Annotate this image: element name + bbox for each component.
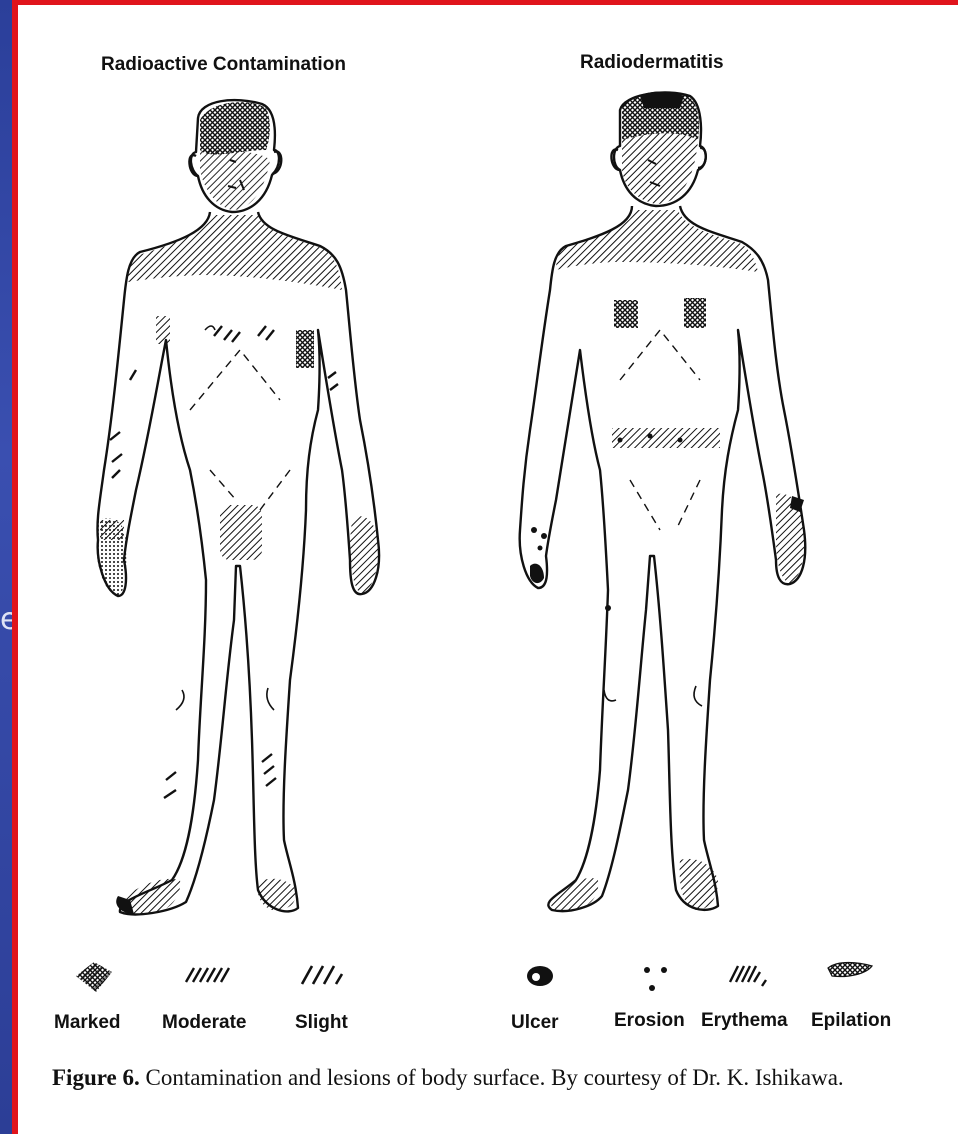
legend-label-erythema: Erythema — [701, 1010, 788, 1032]
caption-figure-number: Figure 6. — [52, 1065, 140, 1090]
erythema-symbol-icon — [730, 966, 766, 986]
legend-label-slight: Slight — [295, 1012, 348, 1034]
caption-text: Contamination and lesions of body surfac… — [140, 1065, 844, 1090]
legend-label-moderate: Moderate — [162, 1012, 246, 1034]
left-figure-title: Radioactive Contamination — [101, 54, 346, 76]
legend-symbols — [76, 962, 872, 992]
erosion-symbol-icon — [644, 967, 667, 991]
slight-symbol-icon — [302, 966, 342, 984]
legend-label-epilation: Epilation — [811, 1010, 891, 1032]
moderate-symbol-icon — [186, 968, 229, 982]
right-dermatitis-marks — [530, 92, 804, 913]
right-figure-title: Radiodermatitis — [580, 52, 724, 74]
ulcer-symbol-icon — [527, 966, 553, 986]
epilation-symbol-icon — [828, 963, 872, 977]
left-contamination-marks — [96, 102, 378, 914]
left-body-outline — [97, 212, 379, 914]
right-body-outline — [520, 206, 806, 911]
legend-label-erosion: Erosion — [614, 1010, 685, 1032]
figure-caption: Figure 6. Contamination and lesions of b… — [52, 1063, 932, 1092]
legend-label-ulcer: Ulcer — [511, 1012, 559, 1034]
legend-label-marked: Marked — [54, 1012, 121, 1034]
